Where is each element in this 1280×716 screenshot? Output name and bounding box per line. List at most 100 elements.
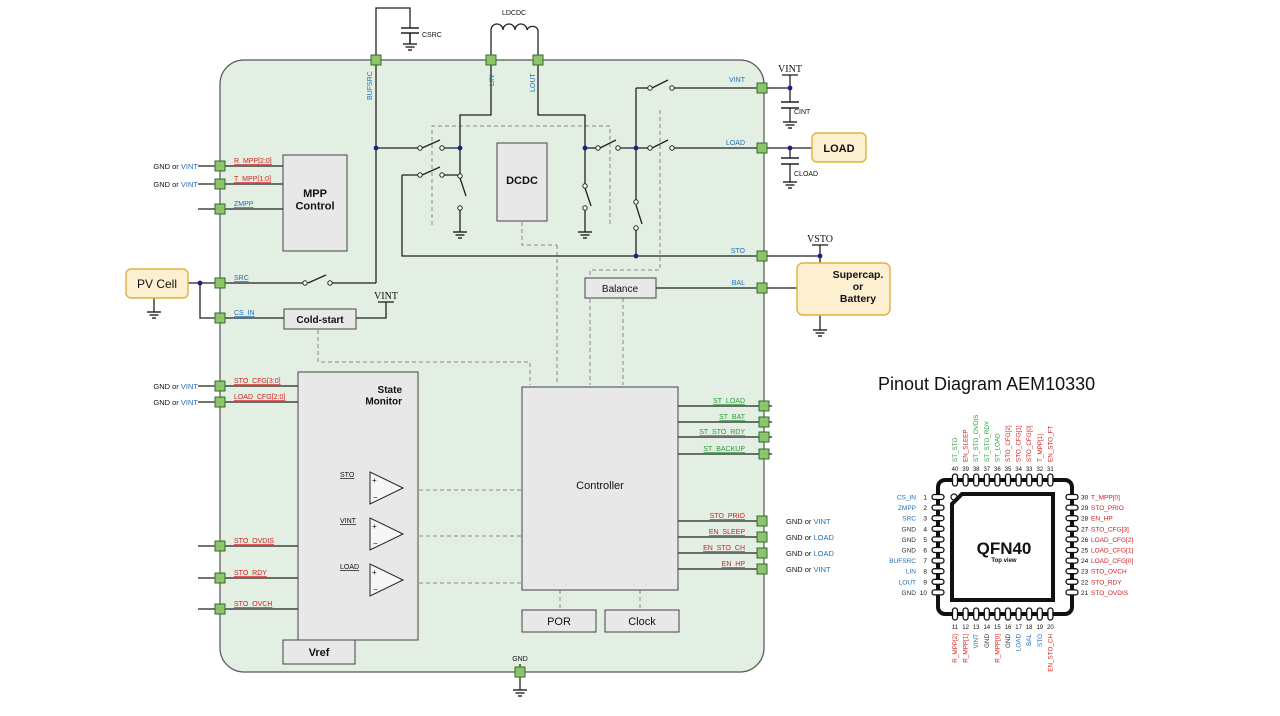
qfn-pin bbox=[1065, 557, 1079, 564]
pin-pad bbox=[756, 547, 768, 559]
state-monitor-block bbox=[297, 371, 419, 641]
supercap-box bbox=[796, 262, 891, 316]
qfn-pin-name: STO_CFG[0] bbox=[1026, 425, 1033, 462]
qfn-pin-name: EN_STO_FT bbox=[1047, 426, 1054, 462]
qfn-pin-name: STO bbox=[1037, 634, 1044, 647]
vsto-rail-label: VSTO bbox=[807, 234, 833, 245]
pin-pad bbox=[485, 54, 497, 66]
config-output-ext-label: GND or LOAD bbox=[786, 533, 835, 542]
left-pin-ext-label: GND or VINT bbox=[153, 180, 198, 189]
qfn-pin-number: 8 bbox=[923, 569, 927, 576]
mpp-control-block bbox=[282, 154, 348, 252]
left-pin-label: STO_CFG[3:0] bbox=[234, 378, 281, 385]
qfn-pin-number: 10 bbox=[920, 590, 928, 597]
qfn-pin-number: 14 bbox=[983, 625, 990, 631]
qfn-pin-name: SRC bbox=[902, 516, 916, 523]
qfn-pin bbox=[1065, 515, 1079, 522]
left-pin-label: ZMPP bbox=[234, 201, 254, 208]
por-text: POR bbox=[547, 616, 571, 628]
left-pin-label: STO_OVCH bbox=[234, 601, 272, 608]
svg-text:+: + bbox=[372, 568, 377, 577]
config-output-label: EN_HP bbox=[722, 561, 746, 568]
qfn-pin bbox=[931, 589, 945, 596]
comparator-label: LOAD bbox=[340, 564, 359, 571]
qfn-pin-number: 11 bbox=[952, 625, 959, 631]
qfn-pin-name: LOAD_CFG[0] bbox=[1091, 558, 1133, 565]
left-pin-label: SRC bbox=[234, 275, 249, 282]
qfn-pin-number: 7 bbox=[923, 558, 927, 565]
pin-pad bbox=[214, 572, 226, 584]
svg-text:+: + bbox=[372, 476, 377, 485]
comparator-label: STO bbox=[340, 472, 355, 479]
config-output-ext-label: GND or LOAD bbox=[786, 549, 835, 558]
pv-cell-box bbox=[125, 268, 189, 299]
pin-pad bbox=[214, 277, 226, 289]
qfn-pin-number: 22 bbox=[1081, 579, 1089, 586]
qfn-pin-name: STO_PRIO bbox=[1091, 505, 1124, 512]
qfn-pin bbox=[1026, 607, 1033, 621]
cold-start-block bbox=[283, 308, 357, 330]
qfn-pin-name: GND bbox=[902, 548, 917, 555]
internal-blocks bbox=[282, 142, 680, 665]
qfn-pin-number: 17 bbox=[1015, 625, 1022, 631]
vref-block bbox=[282, 639, 356, 665]
qfn-pin-name: GND bbox=[902, 590, 917, 597]
qfn-pin bbox=[1015, 607, 1022, 621]
qfn-pin-number: 23 bbox=[1081, 569, 1089, 576]
qfn-pin-name: EN_SLEEP bbox=[963, 429, 970, 462]
qfn-pin-name: LOAD_CFG[1] bbox=[1091, 548, 1133, 555]
qfn-pin bbox=[1004, 473, 1012, 487]
cint-label: CINT bbox=[794, 109, 811, 116]
qfn-pin-name: STO_RDY bbox=[1091, 579, 1122, 586]
qfn-pin bbox=[1047, 473, 1054, 487]
qfn-pin bbox=[931, 515, 945, 522]
qfn-pin-name: STO_CFG[1] bbox=[1016, 425, 1023, 462]
qfn-pin-number: 33 bbox=[1026, 467, 1033, 473]
svg-text:−: − bbox=[373, 539, 378, 548]
qfn-pin bbox=[931, 578, 945, 585]
pin-label-bufsrc: BUFSRC bbox=[367, 71, 374, 100]
qfn-pin-name: STO_CFG[3] bbox=[1091, 526, 1129, 533]
vint-rail-label: VINT bbox=[778, 64, 802, 75]
qfn-pin bbox=[951, 607, 959, 621]
qfn-pin-number: 21 bbox=[1081, 590, 1089, 597]
pin-pad bbox=[758, 431, 770, 443]
qfn-pin bbox=[1004, 607, 1012, 621]
qfn-pin bbox=[1015, 473, 1022, 487]
qfn-pin bbox=[931, 568, 945, 575]
left-pin-ext-label: GND or VINT bbox=[153, 162, 198, 171]
left-pin-label: R_MPP[2:0] bbox=[234, 158, 272, 165]
qfn-pin-name: ZMPP bbox=[898, 505, 916, 512]
qfn-pin-name: BUFSRC bbox=[889, 558, 916, 565]
pv-cell-label: PV Cell bbox=[137, 277, 177, 291]
qfn-pin-name: R_MPP[0] bbox=[994, 634, 1001, 663]
qfn-pin bbox=[1065, 493, 1079, 501]
config-output-ext-label: GND or VINT bbox=[786, 565, 831, 574]
config-output-label: EN_SLEEP bbox=[709, 529, 746, 536]
qfn-pin-number: 30 bbox=[1081, 495, 1089, 502]
clock-block bbox=[604, 609, 680, 633]
pin-label-lout: LOUT bbox=[530, 73, 537, 92]
qfn-pin-name: ST_STO_OVDIS bbox=[973, 415, 980, 462]
pin-label-lin: LIN bbox=[489, 75, 496, 86]
qfn-pin bbox=[1036, 607, 1043, 621]
qfn-pin-number: 6 bbox=[923, 548, 927, 555]
svg-text:+: + bbox=[372, 522, 377, 531]
qfn-pin-name: EN_STO_CH bbox=[1047, 634, 1054, 672]
qfn-pin-name: ST_LOAD bbox=[994, 433, 1001, 462]
status-output-label: ST_STO_RDY bbox=[699, 429, 745, 436]
qfn-pin-name: GND bbox=[1005, 634, 1012, 648]
pin-pad bbox=[532, 54, 544, 66]
qfn-pin bbox=[994, 607, 1001, 621]
left-pin-ext-label: GND or VINT bbox=[153, 382, 198, 391]
pin-pad bbox=[214, 540, 226, 552]
comparator-label: VINT bbox=[340, 518, 357, 525]
pin-pad bbox=[756, 515, 768, 527]
cold-start-text: Cold-start bbox=[296, 315, 344, 326]
qfn-pin-name: GND bbox=[902, 537, 917, 544]
status-output-label: ST_BAT bbox=[719, 414, 746, 421]
qfn-pin-name: LIN bbox=[906, 569, 916, 576]
